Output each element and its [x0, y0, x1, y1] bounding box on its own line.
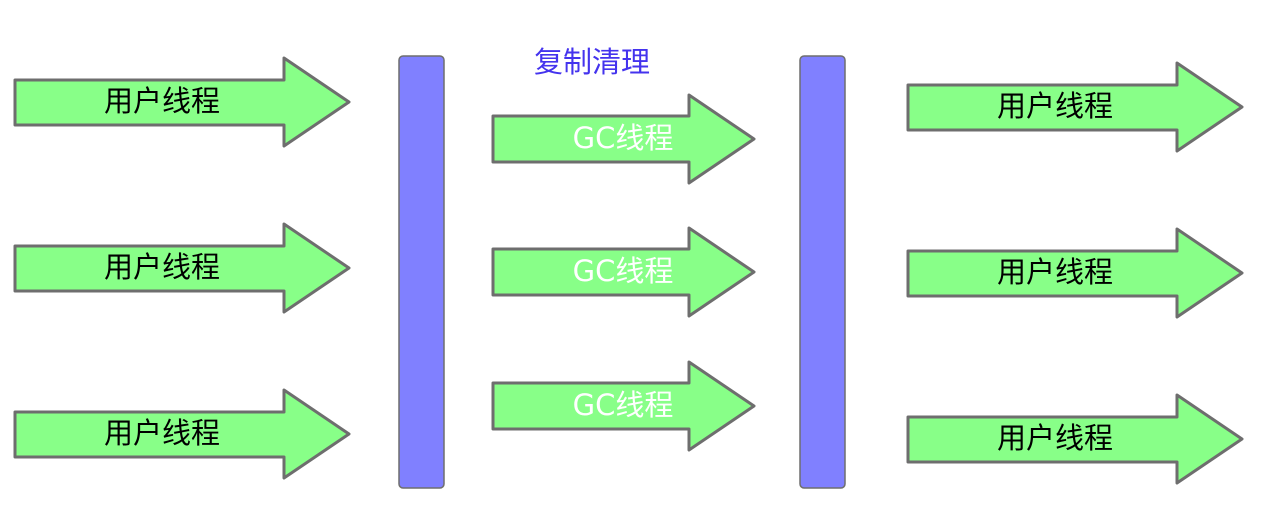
user-thread-arrow-after-1: 用户线程 — [906, 61, 1244, 153]
user-thread-arrow-before-2: 用户线程 — [13, 222, 351, 314]
user-thread-label: 用户线程 — [997, 255, 1113, 289]
user-thread-arrow-after-3: 用户线程 — [906, 393, 1244, 485]
user-thread-arrow-before-1: 用户线程 — [13, 56, 351, 148]
barrier-right — [799, 55, 846, 489]
gc-thread-label: GC线程 — [573, 254, 674, 288]
gc-thread-arrow-3: GC线程 — [491, 360, 756, 452]
user-thread-label: 用户线程 — [104, 250, 220, 284]
user-thread-label: 用户线程 — [997, 421, 1113, 455]
phase-title: 复制清理 — [534, 45, 650, 79]
gc-thread-label: GC线程 — [573, 121, 674, 155]
user-thread-label: 用户线程 — [997, 89, 1113, 123]
barrier-left — [398, 55, 445, 489]
user-thread-arrow-before-3: 用户线程 — [13, 388, 351, 480]
user-thread-label: 用户线程 — [104, 84, 220, 118]
gc-thread-label: GC线程 — [573, 388, 674, 422]
user-thread-label: 用户线程 — [104, 416, 220, 450]
gc-thread-arrow-2: GC线程 — [491, 226, 756, 318]
user-thread-arrow-after-2: 用户线程 — [906, 227, 1244, 319]
gc-thread-arrow-1: GC线程 — [491, 93, 756, 185]
